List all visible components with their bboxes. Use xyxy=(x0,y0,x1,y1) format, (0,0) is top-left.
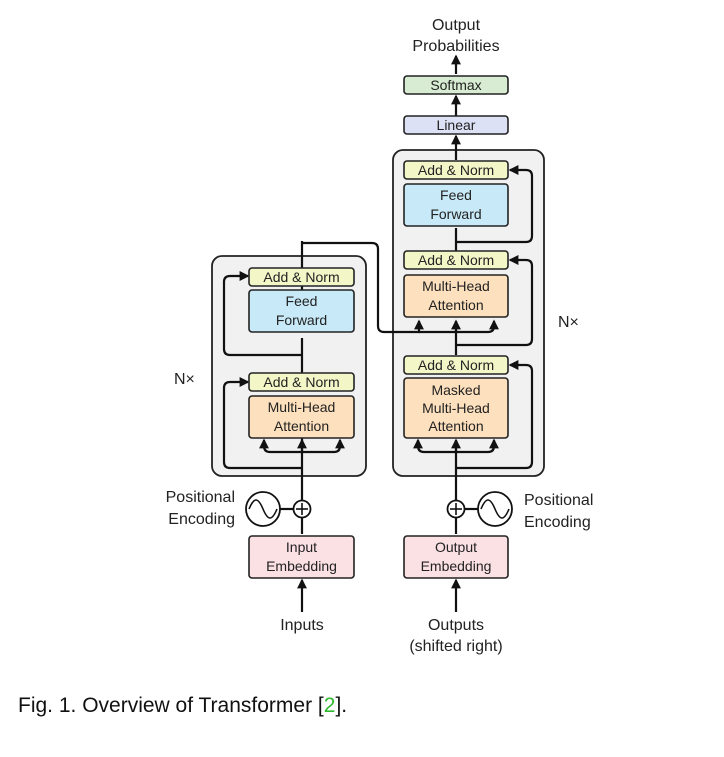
encoder-positional-encoding-label-2: Encoding xyxy=(168,511,235,528)
encoder-add-icon xyxy=(292,499,312,519)
input-embedding: Input Embedding xyxy=(248,535,355,579)
connections xyxy=(222,54,534,612)
caption-suffix: ]. xyxy=(335,694,348,717)
decoder-attention-label-1: Multi-Head xyxy=(422,278,490,294)
decoder-feed-forward-label-2: Forward xyxy=(430,206,481,222)
decoder-masked-attention-add-norm: Add & Norm xyxy=(403,355,509,375)
outputs-label-2: (shifted right) xyxy=(409,638,502,655)
caption-prefix: Fig. 1. Overview of Transformer [ xyxy=(18,694,324,717)
inputs-label: Inputs xyxy=(280,617,324,634)
encoder-feed-forward-label-2: Forward xyxy=(276,312,327,328)
decoder-add-norm-middle-label: Add & Norm xyxy=(418,252,494,268)
encoder-add-norm-top-label: Add & Norm xyxy=(263,269,339,285)
transformer-diagram: Add & Norm Feed Forward Add & Norm Multi… xyxy=(166,17,594,655)
softmax-block: Softmax xyxy=(403,75,509,95)
decoder-positional-encoding-label-2: Encoding xyxy=(524,514,591,531)
decoder-positional-encoding-label-1: Positional xyxy=(524,492,593,509)
encoder-attention-label-2: Attention xyxy=(274,418,329,434)
decoder-multi-head-attention: Multi-Head Attention xyxy=(403,274,509,318)
input-embedding-label-2: Embedding xyxy=(266,558,337,574)
softmax-label: Softmax xyxy=(430,77,481,93)
output-probabilities-label-1: Output xyxy=(432,17,481,34)
output-probabilities-label-2: Probabilities xyxy=(412,38,499,55)
masked-attention-label-2: Multi-Head xyxy=(422,400,490,416)
decoder-feed-forward: Feed Forward xyxy=(403,183,509,227)
decoder-add-norm-bottom-label: Add & Norm xyxy=(418,357,494,373)
encoder-add-norm-bottom-label: Add & Norm xyxy=(263,374,339,390)
encoder-repeat-label: N× xyxy=(174,371,195,388)
encoder-attention-add-norm: Add & Norm xyxy=(248,372,355,392)
input-embedding-label-1: Input xyxy=(286,539,317,555)
decoder-add-norm-top-label: Add & Norm xyxy=(418,162,494,178)
output-embedding-label-2: Embedding xyxy=(421,558,492,574)
masked-attention-label-3: Attention xyxy=(428,418,483,434)
encoder-sine-wave-icon xyxy=(245,491,281,527)
masked-attention-label-1: Masked xyxy=(431,382,480,398)
decoder-sine-wave-icon xyxy=(477,491,513,527)
linear-block: Linear xyxy=(403,115,509,135)
decoder-attention-label-2: Attention xyxy=(428,297,483,313)
decoder-add-icon xyxy=(446,499,466,519)
encoder-feed-forward: Feed Forward xyxy=(248,289,355,333)
output-embedding-label-1: Output xyxy=(435,539,477,555)
encoder-multi-head-attention: Multi-Head Attention xyxy=(248,395,355,439)
outputs-label-1: Outputs xyxy=(428,617,484,634)
decoder-feed-forward-label-1: Feed xyxy=(440,187,472,203)
linear-label: Linear xyxy=(437,117,476,133)
output-embedding: Output Embedding xyxy=(403,535,509,579)
figure-caption: Fig. 1. Overview of Transformer [2]. xyxy=(18,694,347,718)
encoder-positional-encoding-label-1: Positional xyxy=(166,489,235,506)
decoder-masked-multi-head-attention: Masked Multi-Head Attention xyxy=(403,377,509,439)
encoder-stack xyxy=(211,255,367,477)
encoder-feed-forward-add-norm: Add & Norm xyxy=(248,267,355,287)
caption-reference-link[interactable]: 2 xyxy=(323,694,336,717)
decoder-cross-attention-add-norm: Add & Norm xyxy=(403,250,509,270)
encoder-attention-label-1: Multi-Head xyxy=(268,399,336,415)
encoder-feed-forward-label-1: Feed xyxy=(286,293,318,309)
decoder-feed-forward-add-norm: Add & Norm xyxy=(403,160,509,180)
decoder-repeat-label: N× xyxy=(558,314,579,331)
